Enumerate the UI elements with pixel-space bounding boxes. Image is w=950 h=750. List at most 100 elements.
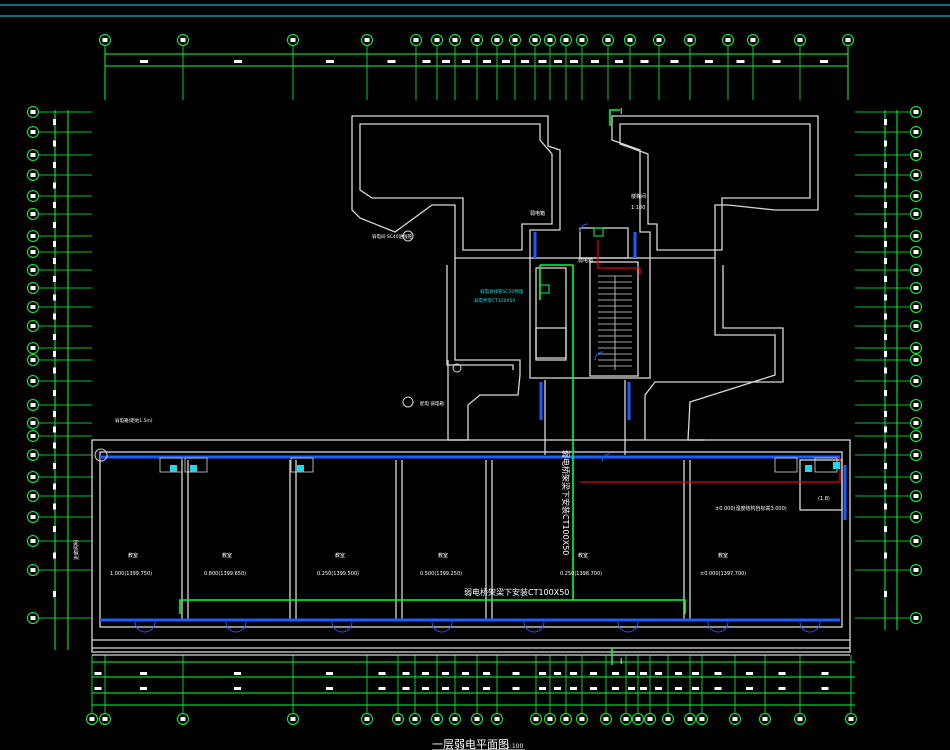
door-swing: [617, 621, 639, 633]
building-walls: [91, 115, 851, 656]
svg-text:I: I: [620, 107, 622, 116]
dimension-lines-side: [54, 110, 898, 650]
axis-bubble-left: [27, 126, 39, 138]
room-elevation: 1.000(1399.750): [110, 571, 152, 577]
axis-bubble-bottom: [287, 713, 299, 725]
room-elevation: ±0.000(1397.700): [700, 571, 746, 577]
axis-bubble-left: [27, 208, 39, 220]
room-name: 教室: [222, 552, 232, 559]
axis-bubble-top: [842, 34, 854, 46]
room-name: 教室: [718, 552, 728, 559]
axis-bubble-left: [27, 230, 39, 242]
axis-bubble-left: [27, 169, 39, 181]
axis-bubble-left: [27, 471, 39, 483]
upper-note: 弱电箱(距地1.5m): [115, 417, 153, 424]
axis-bubble-right: [910, 320, 922, 332]
axis-bubble-bottom: [491, 713, 503, 725]
axis-bubble-bottom: [449, 713, 461, 725]
drawing-title: 一层弱电平面图 1:100: [432, 738, 525, 750]
axis-bubble-right: [910, 264, 922, 276]
axis-bubble-left: [27, 320, 39, 332]
door-swing: [431, 621, 453, 633]
cyan-note-1: 弱电进线管SC50预埋: [480, 288, 524, 295]
axis-bubble-left: [27, 264, 39, 276]
door-swing: [579, 223, 589, 233]
axis-bubble-bottom: [794, 713, 806, 725]
dimension-lines-bottom: [92, 661, 855, 706]
axis-bubble-left: [27, 282, 39, 294]
axis-bubbles-top: [99, 34, 854, 100]
axis-bubble-left: [27, 342, 39, 354]
weak-box-label-2: 弱电箱: [578, 257, 593, 264]
axis-bubble-bottom: [845, 713, 857, 725]
tray-label-vertical: 弱电桥架梁下安装CT100X50: [561, 450, 571, 555]
axis-bubble-left: [27, 190, 39, 202]
left-note: 弱电间 SC40进线管: [372, 233, 413, 240]
axis-bubble-bottom: [576, 713, 588, 725]
axis-bubbles-right: [855, 106, 922, 624]
axis-bubble-top: [684, 34, 696, 46]
drawing-title-text: 一层弱电平面图: [432, 738, 509, 750]
axis-bubble-right: [910, 417, 922, 429]
dimension-ticks-side: [53, 119, 887, 597]
axis-bubble-right: [910, 106, 922, 118]
room-name: 教室: [578, 552, 588, 559]
stair-room-label: 楼梯间: [631, 193, 646, 200]
axis-bubble-top: [602, 34, 614, 46]
axis-bubble-bottom: [620, 713, 632, 725]
axis-bubble-left: [27, 375, 39, 387]
axis-bubble-right: [910, 169, 922, 181]
axis-bubble-top: [431, 34, 443, 46]
weak-current-boxes: [94, 227, 840, 473]
scale-small-label: 1:100: [631, 205, 645, 211]
room-elevation: 0.250(1399.500): [317, 571, 359, 577]
left-side-label: 走廊照明: [73, 540, 80, 560]
room-name: 教室: [438, 552, 448, 559]
dimension-ticks-top: [140, 60, 828, 63]
annotation-texts: 弱电桥架梁下安装CT100X50 弱电桥架梁下安装CT100X50 楼梯间 1:…: [73, 193, 830, 597]
axis-bubble-top: [177, 34, 189, 46]
elevation-right-label: ±0.000(湿度结构自标高3.000): [715, 505, 787, 512]
axis-bubble-bottom: [177, 713, 189, 725]
axis-bubble-right: [910, 342, 922, 354]
axis-bubble-bottom: [99, 713, 111, 725]
axis-bubble-right: [910, 246, 922, 258]
axis-bubble-right: [910, 449, 922, 461]
weak-box-label-1: 弱电箱: [530, 210, 545, 217]
svg-text:I: I: [620, 657, 622, 666]
axis-bubble-bottom: [392, 713, 404, 725]
axis-bubble-top: [287, 34, 299, 46]
room-elevation: 0.800(1399.650): [204, 571, 246, 577]
axis-bubble-bottom: [759, 713, 771, 725]
axis-bubble-top: [471, 34, 483, 46]
axis-bubble-right: [910, 490, 922, 502]
axis-bubble-right: [910, 471, 922, 483]
axis-bubble-bottom: [729, 713, 741, 725]
dimension-ticks-bottom: [94, 672, 829, 690]
axis-bubble-bottom: [409, 713, 421, 725]
axis-bubble-top: [361, 34, 373, 46]
axis-bubble-top: [560, 34, 572, 46]
axis-bubble-bottom: [560, 713, 572, 725]
room-elevation: 0.250(1398.700): [560, 571, 602, 577]
room-elevation: 0.500(1399.250): [420, 571, 462, 577]
room-name: 教室: [335, 552, 345, 559]
axis-bubble-bottom: [684, 713, 696, 725]
door-swing: [594, 351, 604, 361]
axis-bubble-left: [27, 106, 39, 118]
axis-bubble-left: [27, 417, 39, 429]
axis-bubble-bottom: [696, 713, 708, 725]
tray-label-horizontal: 弱电桥架梁下安装CT100X50: [464, 587, 569, 597]
axis-bubble-top: [794, 34, 806, 46]
axis-bubble-bottom: [632, 713, 644, 725]
axis-bubble-right: [910, 208, 922, 220]
axis-bubble-left: [27, 399, 39, 411]
axis-bubbles-bottom: [86, 655, 857, 725]
axis-bubble-bottom: [471, 713, 483, 725]
door-swing: [601, 453, 611, 463]
axis-bubble-bottom: [86, 713, 98, 725]
axis-bubble-top: [576, 34, 588, 46]
door-swing: [799, 621, 821, 633]
door-swings: [134, 223, 821, 633]
axis-bubble-right: [910, 430, 922, 442]
